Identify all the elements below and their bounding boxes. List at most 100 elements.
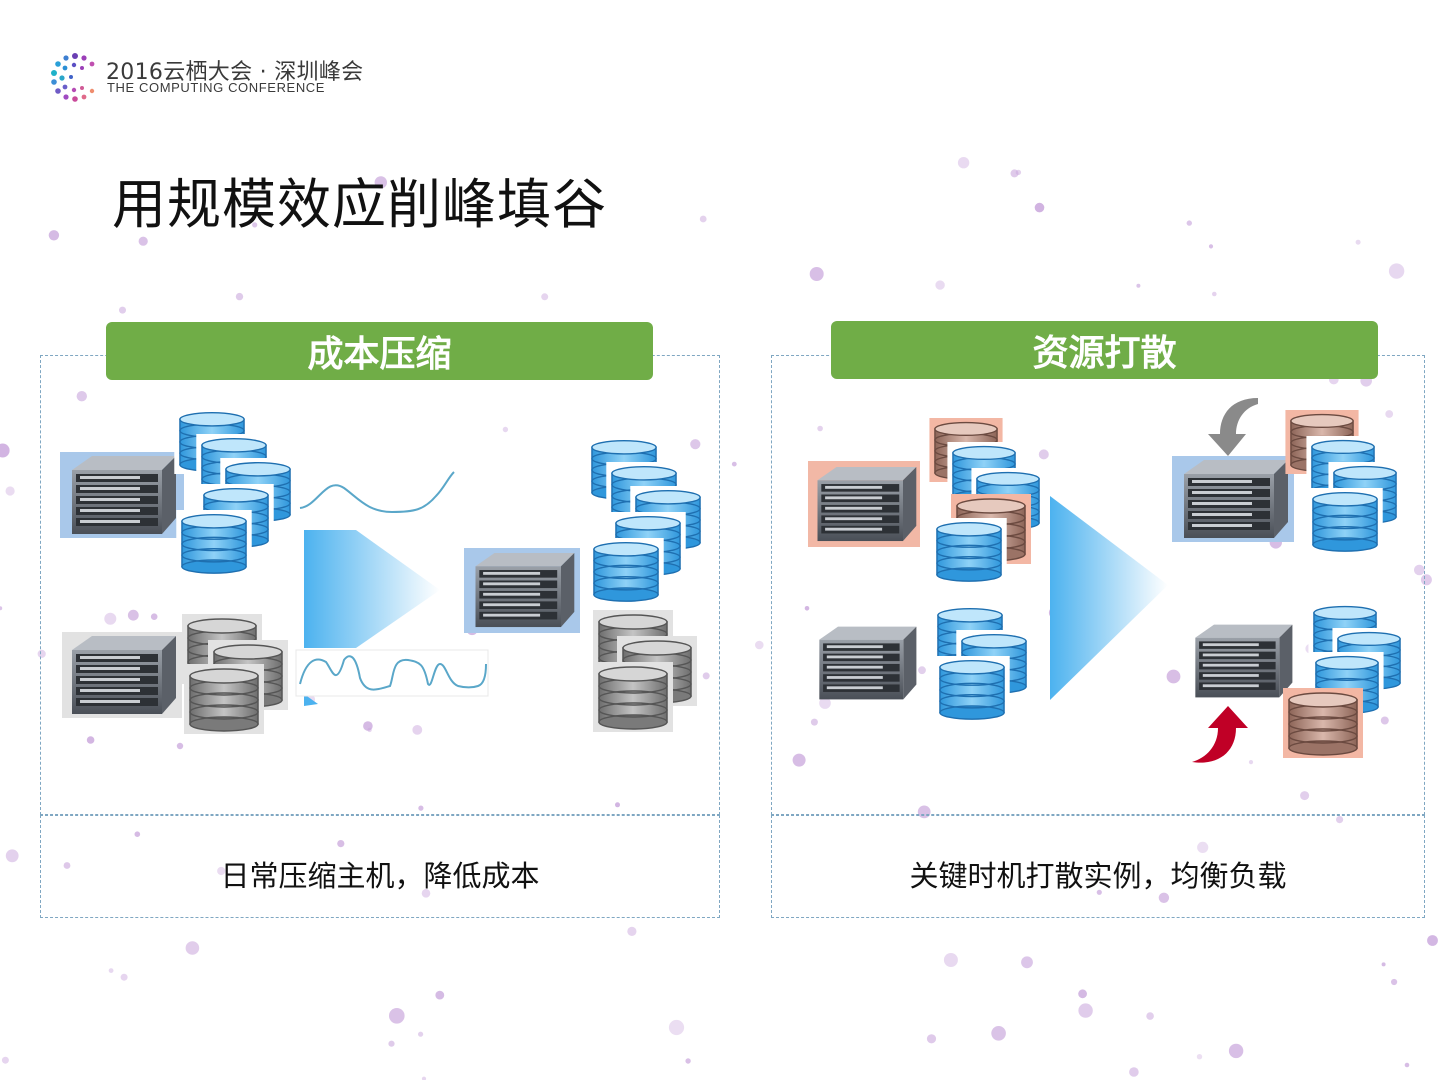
background-dot (731, 461, 737, 467)
background-dot (1385, 410, 1394, 418)
transfer-arrow-icon (1050, 496, 1168, 700)
background-dot (1096, 889, 1102, 895)
background-dot (1146, 1012, 1154, 1020)
background-dot (127, 609, 139, 621)
database-disk-icon (176, 510, 252, 576)
database-disk-icon (1282, 688, 1364, 758)
background-dot (702, 672, 710, 680)
background-dot (615, 802, 620, 808)
background-dot (1380, 716, 1389, 725)
background-dot (1196, 1054, 1203, 1060)
background-dot (421, 889, 431, 898)
background-dot (819, 697, 831, 709)
background-dot (1010, 169, 1019, 178)
background-dot (367, 727, 372, 733)
background-dot (1208, 244, 1214, 249)
arrow-tip (304, 694, 318, 706)
background-dot (134, 831, 141, 837)
curved-arrow-down-icon (1208, 398, 1258, 456)
caption-box-right (771, 815, 1425, 918)
background-dot (1021, 956, 1033, 969)
background-dot (104, 612, 117, 625)
database-disk-icon (934, 656, 1010, 722)
background-dot (1212, 291, 1217, 297)
background-dot (63, 862, 71, 869)
background-dot (176, 742, 184, 750)
background-dot (1388, 263, 1405, 279)
background-dot (374, 176, 387, 189)
background-dot (185, 941, 200, 955)
background-dot (668, 1019, 685, 1036)
background-dot (935, 280, 945, 290)
background-dot (1078, 1003, 1093, 1018)
background-dot (0, 443, 10, 458)
background-dot (1414, 564, 1425, 576)
server-rack-icon (1184, 460, 1288, 538)
background-dot (1197, 841, 1209, 854)
background-dot (1381, 962, 1386, 967)
background-dot (943, 953, 958, 967)
background-dot (1248, 760, 1254, 765)
server-rack-icon (475, 552, 575, 628)
caption-box-left (40, 815, 720, 918)
background-dot (363, 721, 373, 731)
background-dot (804, 606, 810, 611)
background-dot (755, 640, 764, 650)
background-dot (1, 1056, 9, 1064)
background-dot (1158, 892, 1170, 903)
background-dot (1136, 283, 1141, 288)
background-dot (685, 1058, 691, 1064)
background-dot (1129, 1067, 1139, 1077)
caption-right: 关键时机打散实例，均衡负载 (909, 859, 1287, 893)
logo-subtitle: THE COMPUTING CONFERENCE (107, 80, 326, 95)
background-dot (235, 292, 244, 301)
database-disk-icon (183, 664, 265, 734)
background-dot (1166, 669, 1181, 684)
background-dot (1078, 989, 1087, 999)
server-rack-icon (72, 636, 176, 714)
database-disk-icon (1306, 488, 1384, 554)
load-curve-icon (295, 649, 489, 697)
panel-header-cost-compression: 成本压缩 (106, 322, 653, 380)
background-dot (150, 613, 158, 620)
background-dot (817, 425, 823, 432)
background-dot (1391, 978, 1398, 986)
background-dot (217, 866, 226, 876)
background-dot (1228, 1043, 1244, 1059)
background-dot (541, 293, 549, 301)
background-dot (1404, 1062, 1410, 1068)
background-dot (76, 391, 88, 402)
background-dot (86, 736, 95, 744)
background-dot (1186, 220, 1193, 226)
background-dot (918, 666, 926, 675)
background-dot (388, 1040, 395, 1047)
background-dot (389, 1008, 405, 1024)
background-dot (1038, 449, 1049, 460)
background-dot (792, 753, 806, 767)
background-dot (412, 725, 423, 735)
background-dot (810, 718, 818, 726)
background-dot (337, 840, 345, 848)
background-dot (690, 439, 701, 450)
server-rack-icon (819, 626, 917, 700)
background-dot (1300, 791, 1310, 801)
background-dot (252, 222, 258, 228)
database-disk-icon (930, 518, 1008, 584)
background-dot (1336, 816, 1344, 824)
background-dot (0, 606, 3, 611)
background-dot (627, 926, 637, 937)
logo-dots-icon (51, 53, 95, 102)
load-curve-icon (298, 466, 460, 528)
background-dot (1355, 239, 1361, 245)
server-rack-icon (1195, 624, 1293, 698)
page-title: 用规模效应削峰填谷 (112, 173, 607, 236)
background-dot (435, 990, 445, 1000)
background-dot (1034, 202, 1045, 213)
background-dot (418, 805, 424, 811)
background-dot (138, 236, 148, 246)
background-dot (48, 230, 60, 241)
curved-arrow-up-icon (1192, 706, 1248, 763)
server-rack-icon (72, 456, 176, 534)
background-dot (957, 157, 970, 169)
background-dot (699, 215, 707, 223)
